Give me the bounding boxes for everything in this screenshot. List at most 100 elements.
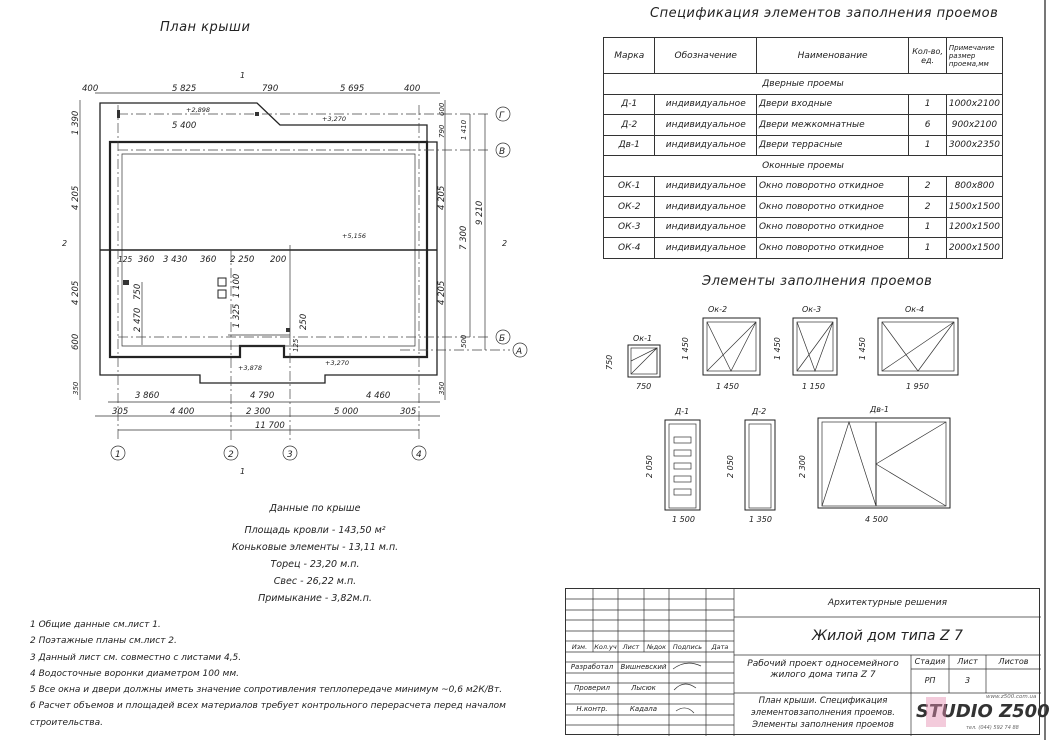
svg-text:125: 125 xyxy=(118,255,133,264)
svg-text:+5,156: +5,156 xyxy=(342,232,366,240)
svg-text:790: 790 xyxy=(262,84,278,94)
svg-text:9 210: 9 210 xyxy=(475,201,485,225)
svg-text:7 300: 7 300 xyxy=(459,226,469,250)
svg-text:305: 305 xyxy=(112,407,128,417)
svg-text:Д-2: Д-2 xyxy=(751,407,766,416)
svg-text:750: 750 xyxy=(605,355,614,370)
svg-text:250: 250 xyxy=(299,314,309,330)
svg-text:500: 500 xyxy=(460,334,468,348)
svg-text:2 300: 2 300 xyxy=(798,455,807,478)
svg-text:1 450: 1 450 xyxy=(716,382,739,391)
svg-text:750: 750 xyxy=(636,382,651,391)
svg-text:Ок-2: Ок-2 xyxy=(708,305,727,314)
svg-text:1 390: 1 390 xyxy=(71,111,81,135)
svg-text:4 790: 4 790 xyxy=(250,391,274,401)
svg-text:5 400: 5 400 xyxy=(172,121,196,131)
opening-elements: Ок-1 Ок-2 Ок-3 Ок-4 Д-1 Д-2 Дв-1 750 1 450 1… xyxy=(605,305,959,524)
roof-plan: 1 2 3 4 Г В Б А 1 1 2 2 400 5 825 790 5 69… xyxy=(62,71,528,476)
svg-text:2: 2 xyxy=(228,450,234,460)
svg-text:4 400: 4 400 xyxy=(170,407,194,417)
svg-text:1 450: 1 450 xyxy=(773,337,782,360)
roof-data: Данные по крыше Площадь кровли - 143,50 … xyxy=(231,503,399,604)
svg-text:В: В xyxy=(499,147,505,157)
svg-text:400: 400 xyxy=(404,84,420,94)
svg-text:2 300: 2 300 xyxy=(246,407,270,417)
svg-text:Ок-1: Ок-1 xyxy=(633,334,652,343)
general-notes: 1 Общие данные см.лист 1.2 Поэтажные пла… xyxy=(30,620,506,728)
svg-text:350: 350 xyxy=(438,381,446,395)
svg-text:5 000: 5 000 xyxy=(334,407,358,417)
svg-text:125: 125 xyxy=(292,338,300,352)
svg-text:1: 1 xyxy=(115,450,121,460)
svg-text:4 500: 4 500 xyxy=(865,515,888,524)
project-title: Жилой дом типа Z 7 xyxy=(812,628,963,644)
svg-text:2 050: 2 050 xyxy=(726,455,735,478)
svg-text:400: 400 xyxy=(82,84,98,94)
svg-text:3: 3 xyxy=(287,450,293,460)
svg-text:+3,270: +3,270 xyxy=(322,115,346,123)
svg-text:4 205: 4 205 xyxy=(71,281,81,305)
svg-text:2: 2 xyxy=(502,239,507,248)
svg-text:Ок-3: Ок-3 xyxy=(802,305,821,314)
svg-text:4 460: 4 460 xyxy=(366,391,390,401)
svg-text:1 350: 1 350 xyxy=(749,515,772,524)
axis-markers-y: Г В Б А xyxy=(495,106,528,358)
svg-text:1: 1 xyxy=(240,71,245,80)
axis-markers-x: 1 2 3 4 xyxy=(110,445,427,461)
svg-text:+3,878: +3,878 xyxy=(238,364,262,372)
svg-text:2 250: 2 250 xyxy=(230,255,254,265)
svg-text:360: 360 xyxy=(138,255,154,265)
svg-text:1: 1 xyxy=(240,467,245,476)
svg-text:Ок-4: Ок-4 xyxy=(905,305,924,314)
svg-text:4 205: 4 205 xyxy=(71,186,81,210)
svg-text:Дв-1: Дв-1 xyxy=(869,405,889,414)
svg-text:1 500: 1 500 xyxy=(672,515,695,524)
svg-text:1 450: 1 450 xyxy=(681,337,690,360)
svg-text:305: 305 xyxy=(400,407,416,417)
svg-text:200: 200 xyxy=(270,255,286,265)
svg-text:2 470: 2 470 xyxy=(133,308,143,332)
svg-text:1 150: 1 150 xyxy=(802,382,825,391)
svg-text:5 695: 5 695 xyxy=(340,84,364,94)
svg-text:750: 750 xyxy=(133,284,143,300)
svg-text:+2,898: +2,898 xyxy=(186,106,210,114)
elements-title: Элементы заполнения проемов xyxy=(702,274,933,289)
svg-text:600: 600 xyxy=(438,102,446,116)
spec-title: Спецификация элементов заполнения проемо… xyxy=(650,6,999,21)
svg-text:3 430: 3 430 xyxy=(163,255,187,265)
svg-text:4 205: 4 205 xyxy=(437,281,447,305)
svg-text:600: 600 xyxy=(71,334,81,350)
title-block: Архитектурные решения Жилой дом типа Z 7… xyxy=(565,588,1050,736)
svg-text:1 950: 1 950 xyxy=(906,382,929,391)
svg-text:2: 2 xyxy=(62,239,67,248)
svg-text:1 450: 1 450 xyxy=(858,337,867,360)
svg-text:А: А xyxy=(515,347,522,357)
svg-text:Д-1: Д-1 xyxy=(674,407,689,416)
svg-text:1 410: 1 410 xyxy=(460,119,468,140)
svg-text:+3,270: +3,270 xyxy=(325,359,349,367)
svg-text:790: 790 xyxy=(438,124,446,138)
svg-text:Б: Б xyxy=(499,334,505,344)
roof-plan-title: План крыши xyxy=(160,20,251,35)
svg-text:1 325: 1 325 xyxy=(232,304,242,328)
svg-text:2 050: 2 050 xyxy=(645,455,654,478)
studio-logo: STUDIO Z500 xyxy=(916,701,1050,722)
svg-text:3 860: 3 860 xyxy=(135,391,159,401)
svg-text:5 825: 5 825 xyxy=(172,84,196,94)
svg-text:350: 350 xyxy=(72,381,80,395)
svg-text:360: 360 xyxy=(200,255,216,265)
svg-text:4: 4 xyxy=(416,450,422,460)
svg-text:11 700: 11 700 xyxy=(255,421,285,431)
svg-text:1 100: 1 100 xyxy=(232,274,242,298)
svg-text:4 205: 4 205 xyxy=(437,186,447,210)
svg-text:Г: Г xyxy=(499,111,505,121)
